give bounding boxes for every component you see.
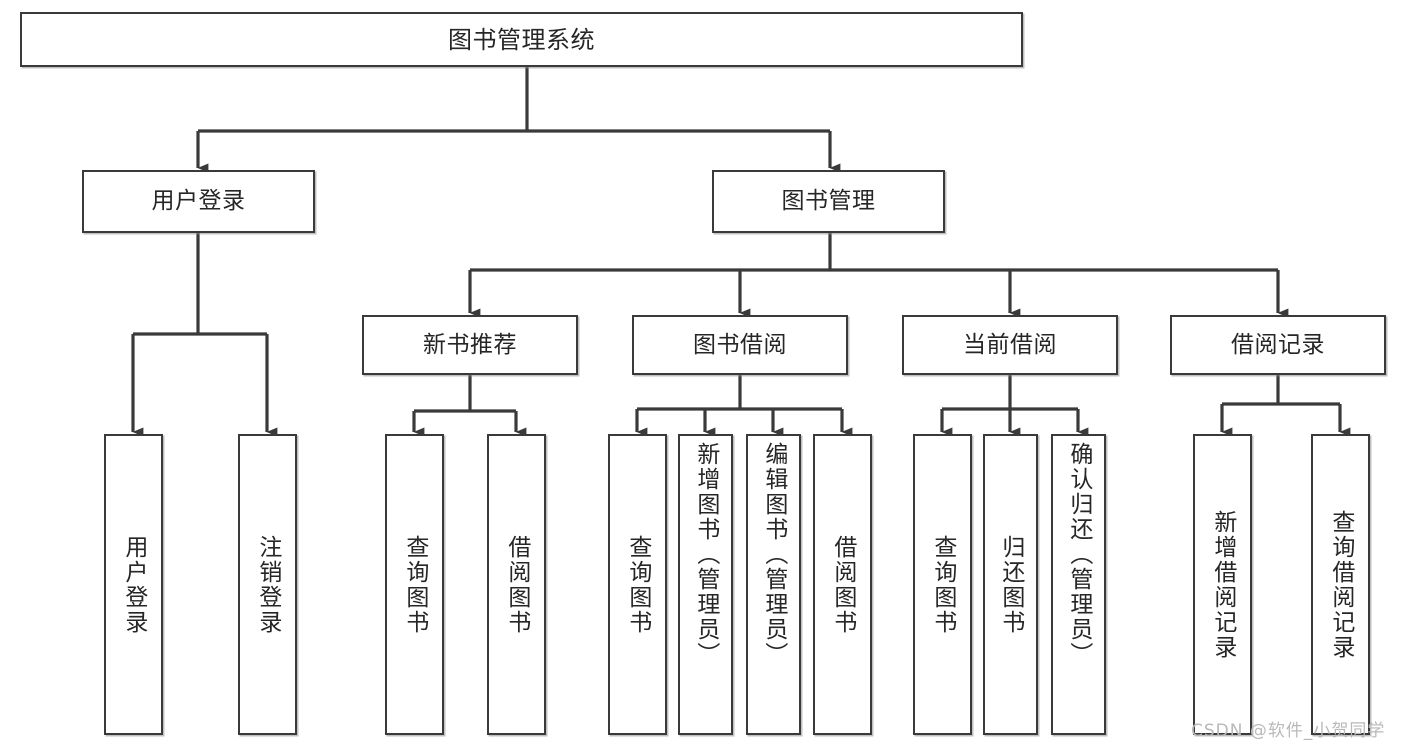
leaf-recommend-query-book[interactable]: 查询图书 <box>385 434 444 735</box>
node-new-book-recommend[interactable]: 新书推荐 <box>362 315 578 375</box>
node-label: 当前借阅 <box>963 331 1057 358</box>
leaf-borrow-edit-book-admin[interactable]: 编辑图书（管理员） <box>746 434 801 735</box>
node-label: 图书管理系统 <box>448 25 595 54</box>
node-label: 注销登录 <box>254 534 281 635</box>
node-label: 用户登录 <box>120 534 147 635</box>
leaf-user-login-login[interactable]: 用户登录 <box>104 434 163 735</box>
leaf-record-add-record[interactable]: 新增借阅记录 <box>1193 434 1252 735</box>
node-book-borrow[interactable]: 图书借阅 <box>632 315 848 375</box>
node-label: 借阅记录 <box>1231 331 1325 358</box>
leaf-user-login-logout[interactable]: 注销登录 <box>238 434 297 735</box>
node-label: 用户登录 <box>151 188 246 214</box>
node-user-login[interactable]: 用户登录 <box>82 170 315 233</box>
node-label: 新增借阅记录 <box>1209 509 1236 660</box>
node-book-management[interactable]: 图书管理 <box>712 170 945 233</box>
node-label: 查询图书 <box>401 534 428 635</box>
node-label: 编辑图书（管理员） <box>760 442 787 667</box>
node-label: 新增图书（管理员） <box>692 442 719 667</box>
leaf-current-confirm-return-admin[interactable]: 确认归还（管理员） <box>1051 434 1106 735</box>
node-current-borrow[interactable]: 当前借阅 <box>902 315 1118 375</box>
node-label: 归还图书 <box>997 534 1024 635</box>
leaf-borrow-borrow-book[interactable]: 借阅图书 <box>813 434 872 735</box>
leaf-borrow-add-book-admin[interactable]: 新增图书（管理员） <box>678 434 733 735</box>
node-root-system[interactable]: 图书管理系统 <box>20 12 1023 67</box>
leaf-current-query-book[interactable]: 查询图书 <box>913 434 972 735</box>
node-label: 图书借阅 <box>693 331 787 358</box>
leaf-record-query-record[interactable]: 查询借阅记录 <box>1311 434 1370 735</box>
leaf-borrow-query-book[interactable]: 查询图书 <box>608 434 667 735</box>
node-label: 确认归还（管理员） <box>1065 442 1092 667</box>
csdn-watermark: CSDN @软件_小贺同学 <box>1191 721 1386 741</box>
node-label: 新书推荐 <box>423 331 517 358</box>
node-label: 查询图书 <box>624 534 651 635</box>
node-borrow-record[interactable]: 借阅记录 <box>1170 315 1386 375</box>
node-label: 查询图书 <box>929 534 956 635</box>
node-label: 图书管理 <box>781 188 876 214</box>
node-label: 借阅图书 <box>503 534 530 635</box>
leaf-current-return-book[interactable]: 归还图书 <box>983 434 1038 735</box>
leaf-recommend-borrow-book[interactable]: 借阅图书 <box>487 434 546 735</box>
node-label: 查询借阅记录 <box>1327 509 1354 660</box>
node-label: 借阅图书 <box>829 534 856 635</box>
